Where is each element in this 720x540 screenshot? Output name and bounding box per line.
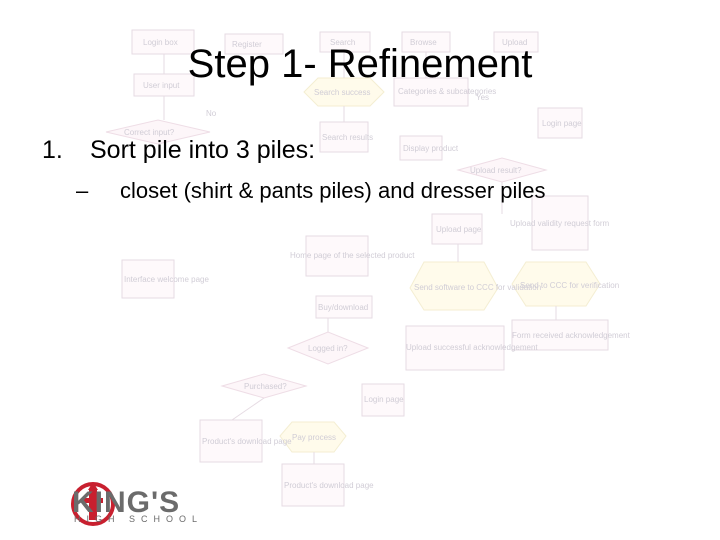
fc-label-yes: Yes xyxy=(476,93,489,102)
fc-purchased: Purchased? xyxy=(244,382,287,391)
fc-login-page-2: Login page xyxy=(364,395,404,404)
fc-product-download-2: Product's download page xyxy=(284,481,374,490)
fc-login-page: Login page xyxy=(542,119,582,128)
sub-bullet-dash: – xyxy=(76,178,89,203)
slide-title: Step 1- Refinement xyxy=(187,42,533,86)
bullet-number: 1. xyxy=(42,136,63,164)
fc-search-results: Search results xyxy=(322,133,373,142)
fc-logged-in: Logged in? xyxy=(308,344,348,353)
sub-bullet-item: – closet (shirt & pants piles) and dresse… xyxy=(76,178,546,204)
fc-register: Register xyxy=(232,40,262,49)
fc-display-product: Display product xyxy=(403,144,459,153)
fc-search: Search xyxy=(330,38,355,47)
fc-user-input: User input xyxy=(143,81,180,90)
fc-upload-result: Upload result? xyxy=(470,166,522,175)
bullet-text: Sort pile into 3 piles: xyxy=(90,136,316,164)
fc-categories: Categories & subcategories xyxy=(398,87,496,96)
fc-upload: Upload xyxy=(502,38,527,47)
fc-login-box: Login box xyxy=(143,38,178,47)
fc-upload-page: Upload page xyxy=(436,225,482,234)
kings-logo-icon xyxy=(71,482,115,526)
fc-upload-request: Upload validity request form xyxy=(510,219,609,228)
fc-send-software: Send software to CCC for validation xyxy=(414,283,541,292)
fc-label-no: No xyxy=(206,109,217,118)
bullet-item: 1. Sort pile into 3 piles: xyxy=(42,136,315,165)
fc-pay-process: Pay process xyxy=(292,433,336,442)
logo-subtitle: HIGH SCHOOL xyxy=(74,514,204,524)
fc-upload-success: Upload successful acknowledgement xyxy=(406,343,538,352)
fc-product-download: Product's download page xyxy=(202,437,292,446)
fc-search-success: Search success xyxy=(314,88,370,97)
fc-form-ack: Form received acknowledgement xyxy=(512,331,631,340)
fc-send-ccc: Send to CCC for verification xyxy=(520,281,619,290)
fc-home-page: Home page of the selected product xyxy=(290,251,415,260)
logo-wordmark: KING'S xyxy=(72,486,181,519)
sub-bullet-text: closet (shirt & pants piles) and dresser… xyxy=(120,178,546,203)
fc-correct-input: Correct input? xyxy=(124,128,175,137)
fc-buy-download: Buy/download xyxy=(318,303,368,312)
fc-interface: Interface welcome page xyxy=(124,275,209,284)
fc-browse: Browse xyxy=(410,38,437,47)
